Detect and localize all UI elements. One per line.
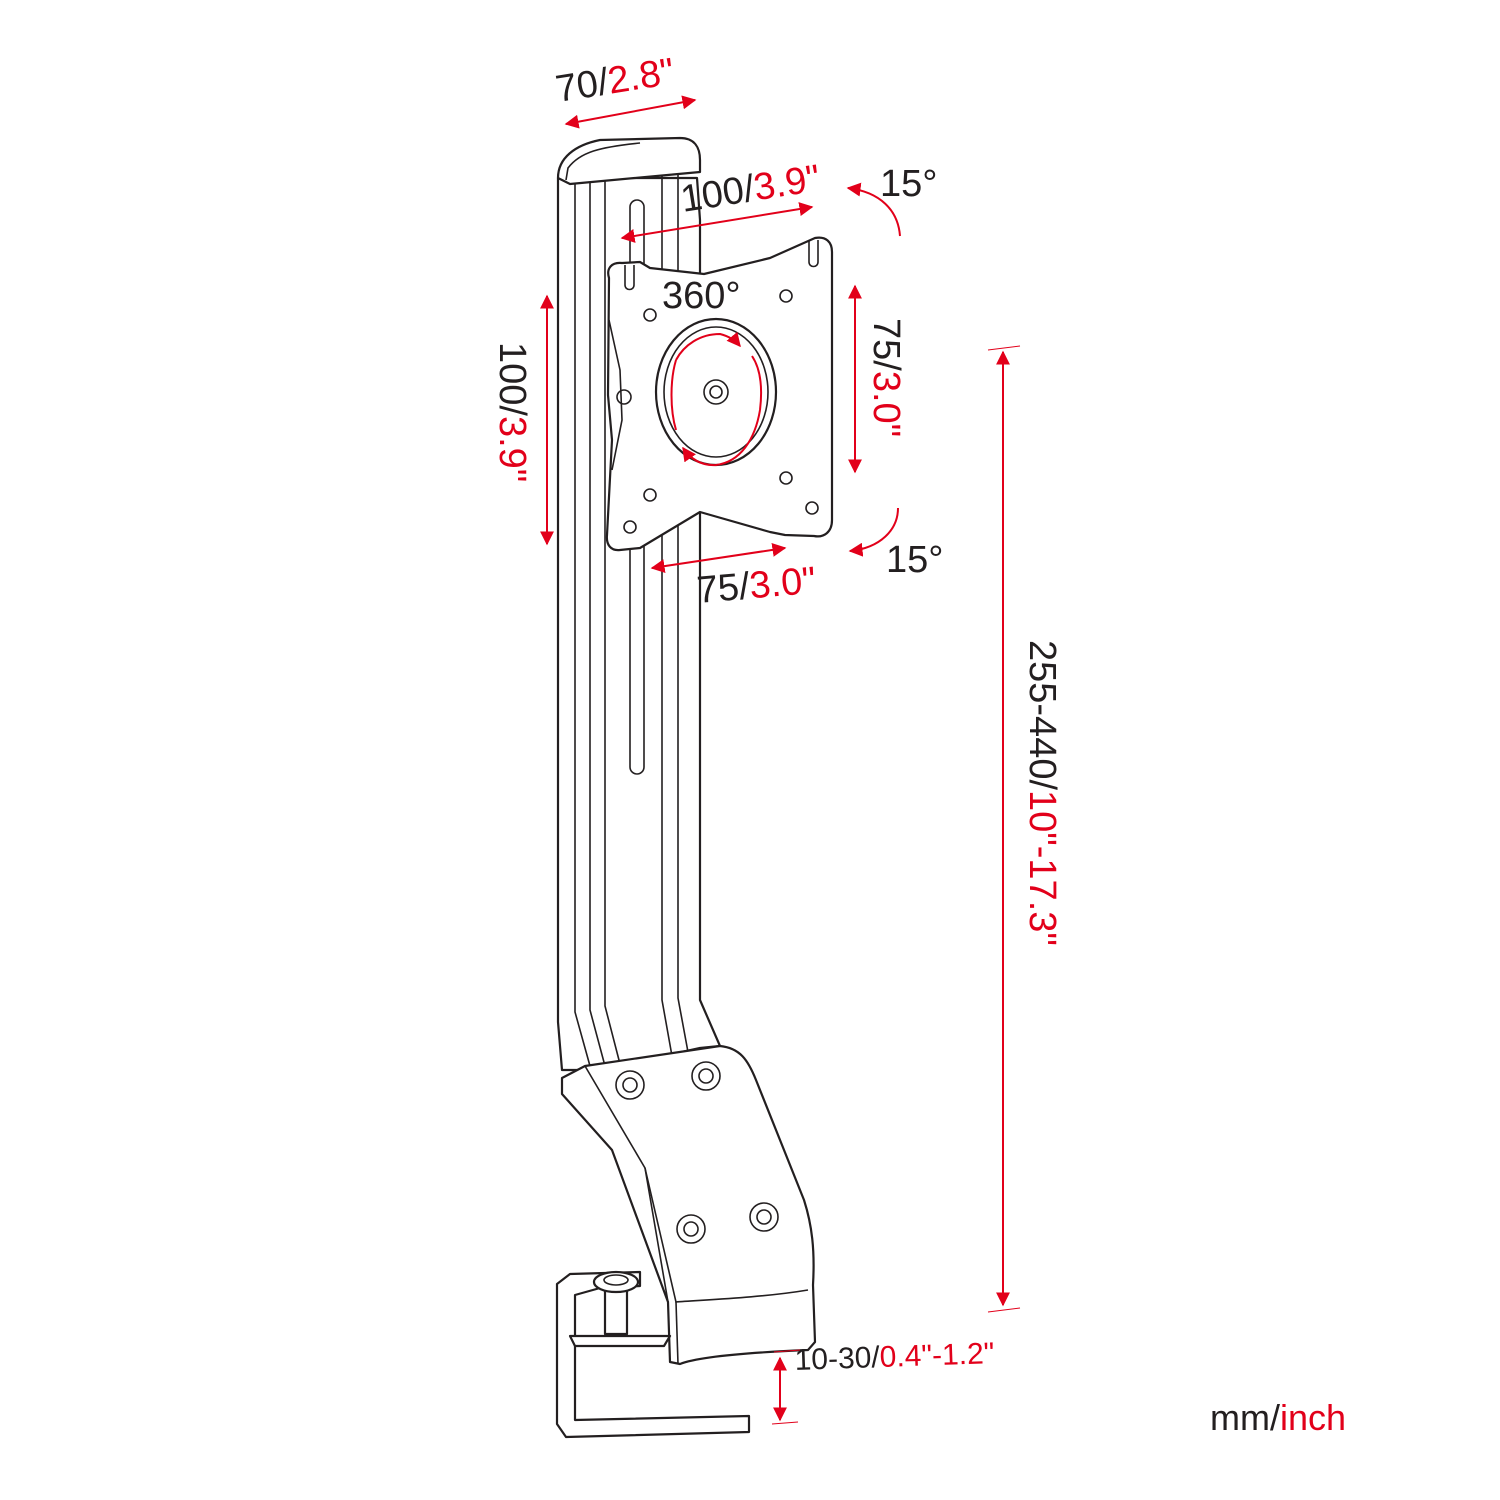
tilt-bottom-label: 15°	[886, 539, 943, 581]
labels: 70/2.8" 100/3.9" 15° 360° 100/3.9" 75/3.…	[491, 51, 1346, 1438]
clamp-base	[555, 1044, 817, 1439]
screw	[691, 1061, 721, 1091]
base-block	[560, 1044, 817, 1366]
top-width-label: 70/2.8"	[553, 51, 677, 111]
plate-hole-width-label: 100/3.9"	[678, 157, 823, 220]
rotation-label: 360°	[662, 275, 741, 317]
screw	[676, 1214, 706, 1244]
c-clamp	[555, 1270, 751, 1439]
dimension-lines	[540, 95, 1021, 1425]
screw	[615, 1070, 645, 1100]
pole-top-cap	[556, 136, 702, 186]
plate-hole-height-left-label: 100/3.9"	[491, 342, 533, 482]
plate-hole-width-bottom-label: 75/3.0"	[695, 560, 817, 612]
unit-legend: mm/inch	[1210, 1397, 1346, 1438]
screw	[749, 1202, 779, 1232]
height-range-label: 255-440/10"-17.3"	[1021, 640, 1063, 946]
tilt-top-label: 15°	[880, 163, 937, 205]
clamp-range-label: 10-30/0.4"-1.2"	[794, 1337, 995, 1377]
plate-hole-height-right-label: 75/3.0"	[865, 318, 907, 437]
